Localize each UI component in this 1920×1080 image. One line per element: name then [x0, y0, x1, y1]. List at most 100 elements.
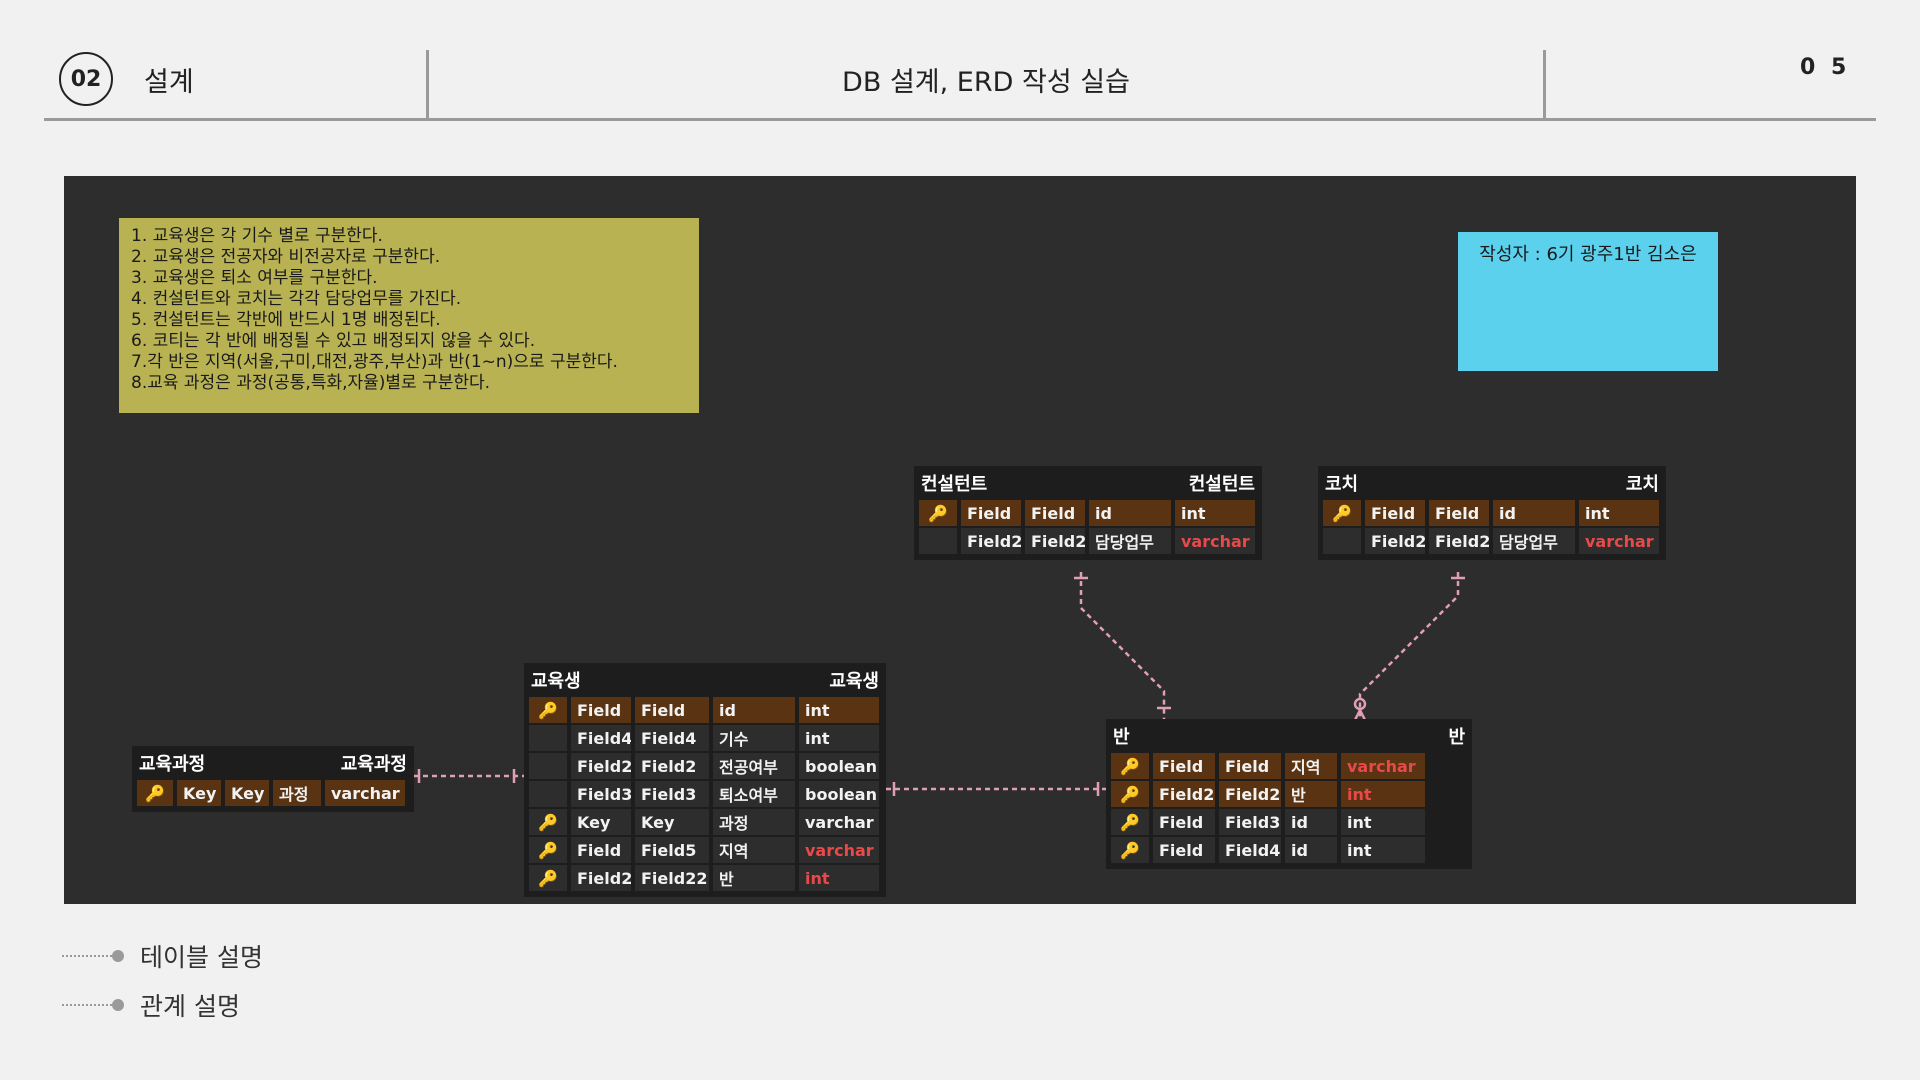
relation-coach-class-crowfoot [1352, 707, 1368, 723]
cell-type: varchar [1175, 528, 1255, 554]
table-row[interactable]: Field2 Field2 담당업무 varchar [919, 528, 1257, 556]
table-header: 교육과정 교육과정 [137, 746, 409, 780]
cell-type: int [1579, 500, 1659, 526]
table-row[interactable]: 🔑 Field Field5 지역 varchar [529, 837, 881, 865]
cell-column: 담당업무 [1493, 528, 1575, 554]
cell-column: 반 [1285, 781, 1337, 807]
table-row[interactable]: 🔑 Field Field3 id int [1111, 809, 1467, 837]
table-row[interactable]: 🔑 Field2 Field22 반 int [529, 865, 881, 893]
requirement-6: 6. 코티는 각 반에 배정될 수 있고 배정되지 않을 수 있다. [131, 331, 536, 351]
cell-type: varchar [1341, 753, 1425, 779]
primary-key-icon: 🔑 [137, 780, 173, 806]
author-text: 작성자 : 6기 광주1반 김소은 [1479, 244, 1697, 265]
section-number: 02 [70, 66, 102, 92]
header-divider-left [426, 50, 429, 120]
table-name-physical: 교육생 [829, 671, 879, 692]
table-row[interactable]: Field2 Field2 담당업무 varchar [1323, 528, 1661, 556]
table-trainee[interactable]: 교육생 교육생 🔑 Field Field id int Field4 Fiel… [524, 663, 886, 897]
table-course[interactable]: 교육과정 교육과정 🔑 Key Key 과정 varchar [132, 746, 414, 812]
cell-column: id [713, 697, 795, 723]
cell-type: int [1341, 781, 1425, 807]
primary-key-icon: 🔑 [1111, 781, 1149, 807]
cell-physical: Field [1429, 500, 1489, 526]
cell-column: 지역 [1285, 753, 1337, 779]
table-row[interactable]: 🔑 Field Field id int [1323, 500, 1661, 528]
table-row[interactable]: 🔑 Field Field id int [529, 697, 881, 725]
cell-name: Field3 [571, 781, 631, 807]
primary-key-icon: 🔑 [529, 697, 567, 723]
cell-column: 전공여부 [713, 753, 795, 779]
table-consultant[interactable]: 컨설턴트 컨설턴트 🔑 Field Field id int Field2 Fi… [914, 466, 1262, 560]
slide-title: DB 설계, ERD 작성 실습 [842, 67, 1130, 98]
table-row[interactable]: 🔑 Key Key 과정 varchar [529, 809, 881, 837]
cell-column: 퇴소여부 [713, 781, 795, 807]
foreign-key-icon: 🔑 [529, 865, 567, 891]
table-name: 교육생 [531, 671, 581, 692]
cell-column: id [1089, 500, 1171, 526]
legend-table-description[interactable]: 테이블 설명 [62, 938, 263, 974]
cell-name: Field2 [1365, 528, 1425, 554]
legend-dotted-line [62, 1004, 112, 1006]
cell-name: Key [571, 809, 631, 835]
cell-name: Field [571, 837, 631, 863]
table-row[interactable]: 🔑 Field Field id int [919, 500, 1257, 528]
cell-name: Field2 [961, 528, 1021, 554]
requirement-1: 1. 교육생은 각 기수 별로 구분한다. [131, 226, 383, 246]
cell-physical: Field3 [1219, 809, 1281, 835]
table-row[interactable]: 🔑 Key Key 과정 varchar [137, 780, 409, 808]
table-row[interactable]: Field3 Field3 퇴소여부 boolean [529, 781, 881, 809]
cell-name: Field [961, 500, 1021, 526]
table-name-physical: 컨설턴트 [1188, 474, 1255, 495]
table-row[interactable]: 🔑 Field2 Field2 반 int [1111, 781, 1467, 809]
cell-name: Key [177, 780, 221, 806]
cell-column: id [1493, 500, 1575, 526]
requirement-2: 2. 교육생은 전공자와 비전공자로 구분한다. [131, 247, 441, 267]
cell-physical: Key [225, 780, 269, 806]
header-divider-right [1543, 50, 1546, 120]
primary-key-icon: 🔑 [919, 500, 957, 526]
cell-physical: Field4 [1219, 837, 1281, 863]
cell-column: 과정 [273, 780, 321, 806]
row-icon-empty [919, 528, 957, 554]
cell-column: 지역 [713, 837, 795, 863]
cell-column: 반 [713, 865, 795, 891]
table-coach[interactable]: 코치 코치 🔑 Field Field id int Field2 Field2… [1318, 466, 1666, 560]
table-name-physical: 코치 [1625, 474, 1659, 495]
table-header: 코치 코치 [1323, 466, 1661, 500]
table-row[interactable]: 🔑 Field Field 지역 varchar [1111, 753, 1467, 781]
cell-type: int [1341, 809, 1425, 835]
requirements-note: 1. 교육생은 각 기수 별로 구분한다. 2. 교육생은 전공자와 비전공자로… [119, 218, 699, 413]
cell-physical: Field5 [635, 837, 709, 863]
legend-bullet-icon [112, 999, 124, 1011]
cell-physical: Field2 [1025, 528, 1085, 554]
cell-physical: Field [1219, 753, 1281, 779]
table-row[interactable]: Field4 Field4 기수 int [529, 725, 881, 753]
requirement-3: 3. 교육생은 퇴소 여부를 구분한다. [131, 268, 378, 288]
relation-trainee-class-ticks [892, 782, 1100, 796]
cell-type: varchar [1579, 528, 1659, 554]
row-icon-empty [529, 781, 567, 807]
cell-type: int [799, 725, 879, 751]
cell-name: Field2 [1153, 781, 1215, 807]
cell-physical: Field4 [635, 725, 709, 751]
table-name: 코치 [1325, 474, 1359, 495]
cell-column: 담당업무 [1089, 528, 1171, 554]
cell-name: Field [1153, 753, 1215, 779]
cell-physical: Field22 [635, 865, 709, 891]
section-number-badge: 02 [59, 52, 113, 106]
requirement-4: 4. 컨설턴트와 코치는 각각 담당업무를 가진다. [131, 289, 462, 309]
cell-name: Field [1365, 500, 1425, 526]
table-name: 반 [1113, 727, 1130, 748]
cell-physical: Field [1025, 500, 1085, 526]
table-row[interactable]: 🔑 Field Field4 id int [1111, 837, 1467, 865]
relation-course-trainee-ticks [417, 769, 516, 783]
row-icon-empty [529, 753, 567, 779]
legend-label: 테이블 설명 [140, 943, 263, 972]
cell-physical: Field2 [1429, 528, 1489, 554]
table-class[interactable]: 반 반 🔑 Field Field 지역 varchar 🔑 Field2 Fi… [1106, 719, 1472, 869]
legend-relation-description[interactable]: 관계 설명 [62, 987, 240, 1023]
table-row[interactable]: Field2 Field2 전공여부 boolean [529, 753, 881, 781]
table-header: 컨설턴트 컨설턴트 [919, 466, 1257, 500]
primary-key-icon: 🔑 [1323, 500, 1361, 526]
cell-type: varchar [325, 780, 405, 806]
